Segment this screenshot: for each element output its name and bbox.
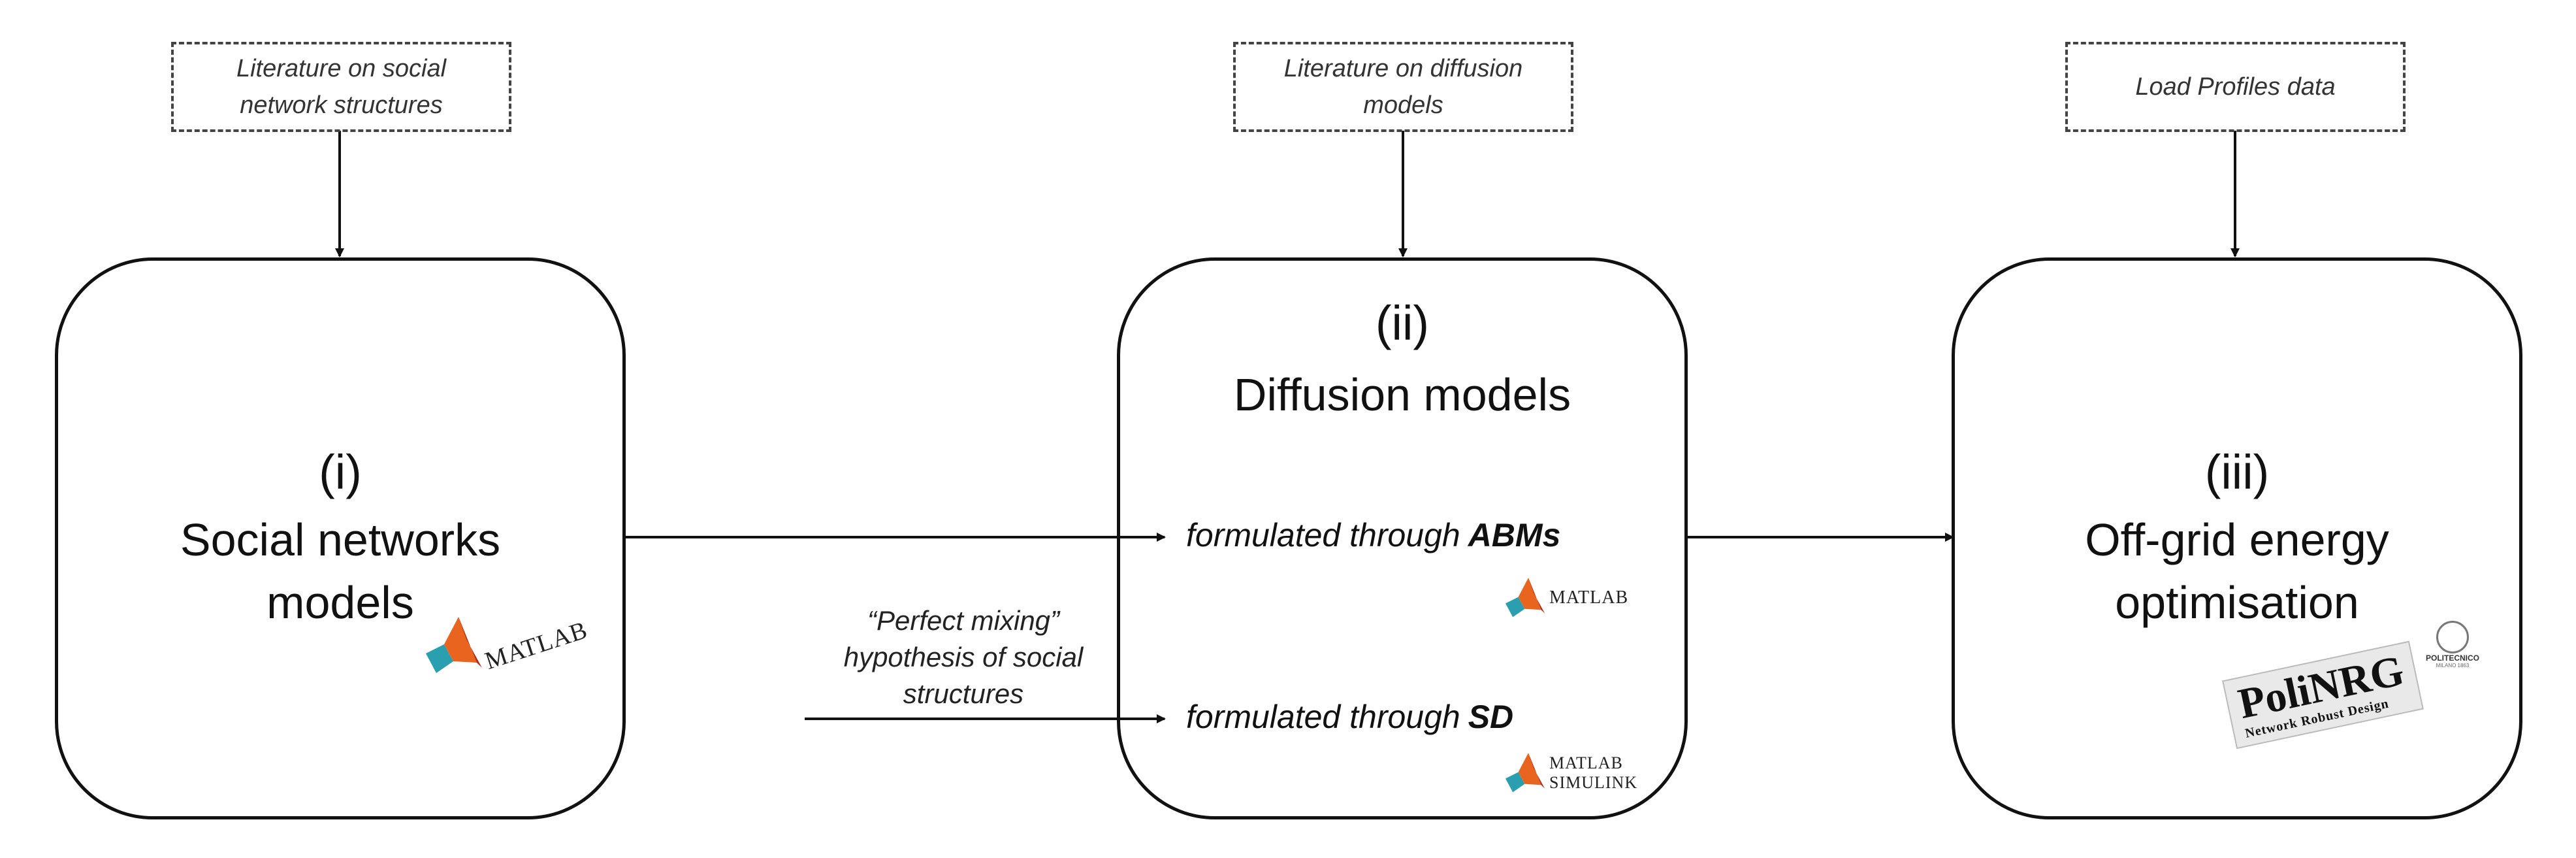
module-2-number: (ii) (1375, 296, 1430, 350)
module-2-title: Diffusion models (1233, 369, 1571, 420)
module-3-title: Off-grid energy optimisation (1952, 508, 2522, 634)
module-offgrid-optimisation (1952, 257, 2522, 819)
seal-city: MILANO 1863 (2436, 663, 2470, 668)
module-3-title-line1: Off-grid energy (2085, 514, 2389, 565)
politecnico-seal-icon (2436, 621, 2469, 653)
input-load-profiles: Load Profiles data (2065, 42, 2406, 132)
matlab-logo-abm: MATLAB (1501, 575, 1628, 621)
perfect-mixing-note: “Perfect mixing” hypothesis of social st… (843, 605, 1084, 709)
input-diffusion-literature: Literature on diffusion models (1233, 42, 1573, 132)
matlab-text: MATLAB (1549, 753, 1623, 772)
matlab-logo-icon (1505, 753, 1545, 793)
matlab-logo-icon (1505, 578, 1545, 618)
sd-keyword: SD (1468, 699, 1514, 735)
module-social-networks (55, 257, 626, 819)
input-social-network-literature: Literature on social network structures (171, 42, 511, 132)
module-3-title-line2: optimisation (2115, 577, 2359, 628)
sd-prefix: formulated through (1186, 699, 1460, 735)
module-1-title-line2: models (266, 577, 414, 628)
abm-keyword: ABMs (1468, 517, 1561, 553)
matlab-logo-text: MATLAB (1549, 587, 1629, 608)
matlab-logo: MATLAB (419, 613, 591, 678)
module-1-title: Social networks models (55, 508, 626, 634)
module-diffusion-models (1117, 257, 1688, 819)
politecnico-seal: POLITECNICO MILANO 1863 (2417, 621, 2488, 668)
module-3-number: (iii) (2204, 445, 2270, 499)
module-1-number: (i) (319, 445, 362, 499)
matlab-simulink-logo: MATLAB SIMULINK (1501, 750, 1637, 796)
abm-prefix: formulated through (1186, 517, 1460, 553)
matlab-logo-icon (426, 617, 482, 673)
seal-name: POLITECNICO (2425, 653, 2479, 663)
matlab-simulink-text: MATLAB SIMULINK (1549, 753, 1637, 793)
module-1-title-line1: Social networks (180, 514, 501, 565)
simulink-text: SIMULINK (1549, 773, 1638, 792)
matlab-logo-text: MATLAB (481, 616, 591, 676)
